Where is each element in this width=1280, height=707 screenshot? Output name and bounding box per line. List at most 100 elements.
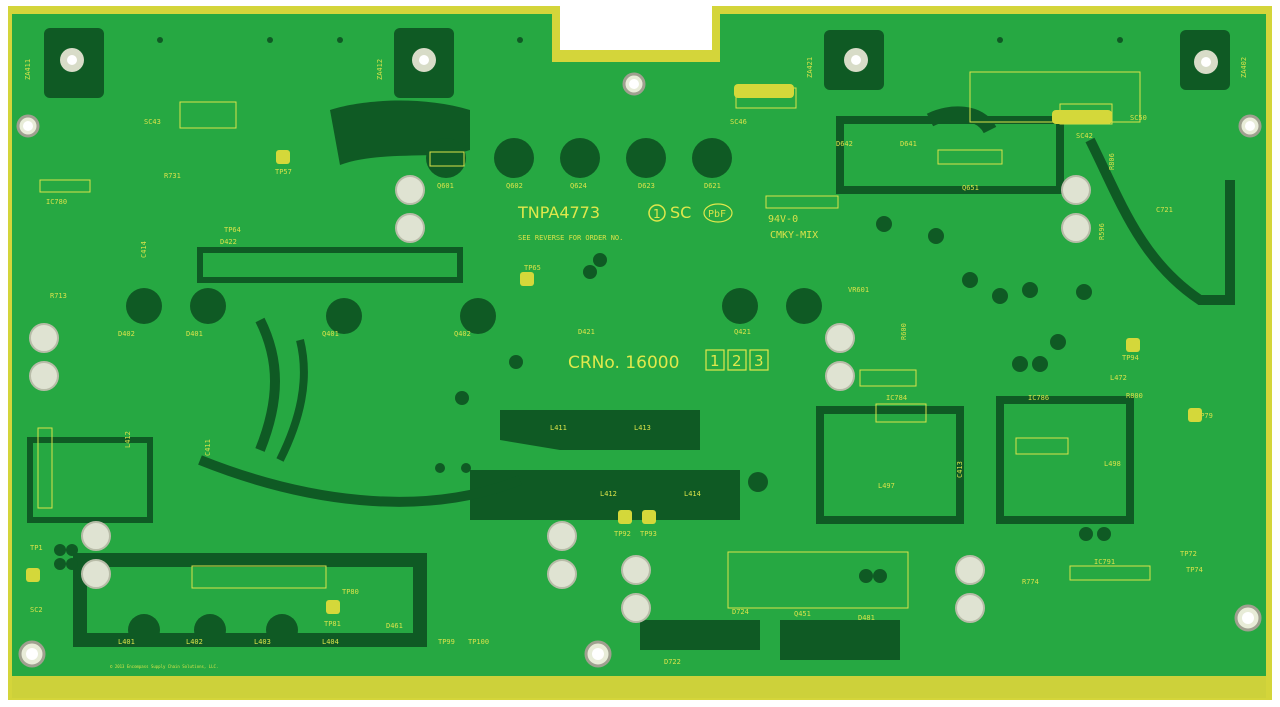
svg-text:L402: L402 <box>186 638 203 646</box>
svg-text:C414: C414 <box>140 241 148 258</box>
svg-text:IC791: IC791 <box>1094 558 1115 566</box>
svg-text:D623: D623 <box>638 182 655 190</box>
svg-text:R713: R713 <box>50 292 67 300</box>
part-number: TNPA4773 <box>517 203 600 222</box>
pbf-oval <box>703 203 733 223</box>
svg-text:L414: L414 <box>684 490 701 498</box>
svg-text:R731: R731 <box>164 172 181 180</box>
svg-text:R774: R774 <box>1022 578 1039 586</box>
side-code: SC <box>670 203 691 222</box>
crn-label: CRNo. 16000 <box>568 353 679 373</box>
flammability-rating: 94V-0 <box>768 214 798 225</box>
crn-box-2 <box>727 349 747 371</box>
crn-box-1-text: 1 <box>710 352 720 370</box>
vias <box>54 37 1123 583</box>
reference-designators: ZA411 ZA412 ZA421 ZA402 SC43 SC46 SC42 S… <box>24 57 1248 666</box>
svg-text:Q602: Q602 <box>506 182 523 190</box>
svg-text:D402: D402 <box>118 330 135 338</box>
svg-text:SC43: SC43 <box>144 118 161 126</box>
svg-text:D724: D724 <box>732 608 749 616</box>
svg-text:Q401: Q401 <box>322 330 339 338</box>
svg-text:Q451: Q451 <box>794 610 811 618</box>
order-note: SEE REVERSE FOR ORDER NO. <box>518 234 623 242</box>
svg-text:Q421: Q421 <box>734 328 751 336</box>
mounting-holes <box>16 72 1262 668</box>
svg-text:L472: L472 <box>1110 374 1127 382</box>
svg-text:C413: C413 <box>956 461 964 478</box>
crn-box-1 <box>705 349 725 371</box>
svg-text:ZA411: ZA411 <box>24 59 32 80</box>
dark-copper-pours <box>27 100 1235 660</box>
svg-text:IC786: IC786 <box>1028 394 1049 402</box>
svg-text:D642: D642 <box>836 140 853 148</box>
svg-text:D421: D421 <box>578 328 595 336</box>
copyright-note: © 2013 Encompass Supply Chain Solutions,… <box>110 664 218 669</box>
svg-text:TP72: TP72 <box>1180 550 1197 558</box>
svg-text:TP79: TP79 <box>1196 412 1213 420</box>
svg-text:SC46: SC46 <box>730 118 747 126</box>
svg-text:L401: L401 <box>118 638 135 646</box>
svg-text:L411: L411 <box>550 424 567 432</box>
svg-text:TP92: TP92 <box>614 530 631 538</box>
svg-text:R600: R600 <box>900 323 908 340</box>
svg-text:TP94: TP94 <box>1122 354 1139 362</box>
svg-text:Q651: Q651 <box>962 184 979 192</box>
terminal-studs <box>60 48 1218 74</box>
svg-text:R806: R806 <box>1108 153 1116 170</box>
svg-text:D621: D621 <box>704 182 721 190</box>
svg-text:D481: D481 <box>858 614 875 622</box>
revision-circle <box>648 204 666 222</box>
svg-text:Q402: Q402 <box>454 330 471 338</box>
svg-text:VR601: VR601 <box>848 286 869 294</box>
color-code: CMKY-MIX <box>770 230 818 241</box>
crn-box-3 <box>749 349 769 371</box>
svg-text:TP1: TP1 <box>30 544 43 552</box>
svg-text:D722: D722 <box>664 658 681 666</box>
transistor-footprints <box>126 138 822 646</box>
svg-text:ZA412: ZA412 <box>376 59 384 80</box>
svg-text:L403: L403 <box>254 638 271 646</box>
test-point-pads <box>26 84 1202 614</box>
svg-text:L497: L497 <box>878 482 895 490</box>
svg-text:L498: L498 <box>1104 460 1121 468</box>
svg-text:D461: D461 <box>386 622 403 630</box>
svg-text:TP100: TP100 <box>468 638 489 646</box>
svg-text:D641: D641 <box>900 140 917 148</box>
svg-text:R596: R596 <box>1098 223 1106 240</box>
crn-box-2-text: 2 <box>732 352 742 370</box>
svg-text:TP81: TP81 <box>324 620 341 628</box>
svg-text:ZA421: ZA421 <box>806 57 814 78</box>
board-soldermask <box>12 14 1266 680</box>
svg-text:L412: L412 <box>124 431 132 448</box>
svg-text:L412: L412 <box>600 490 617 498</box>
crn-box-3-text: 3 <box>754 352 764 370</box>
svg-text:TP80: TP80 <box>342 588 359 596</box>
silkscreen-text: TNPA4773 1 SC PbF SEE REVERSE FOR ORDER … <box>110 203 818 669</box>
svg-text:TP99: TP99 <box>438 638 455 646</box>
svg-text:C721: C721 <box>1156 206 1173 214</box>
large-pad-pairs <box>29 175 1091 623</box>
svg-text:SC2: SC2 <box>30 606 43 614</box>
svg-text:L404: L404 <box>322 638 339 646</box>
svg-text:SC42: SC42 <box>1076 132 1093 140</box>
svg-text:D401: D401 <box>186 330 203 338</box>
svg-text:TP65: TP65 <box>524 264 541 272</box>
svg-text:TP64: TP64 <box>224 226 241 234</box>
revision-mark: 1 <box>653 207 661 221</box>
svg-text:TP57: TP57 <box>275 168 292 176</box>
svg-text:R800: R800 <box>1126 392 1143 400</box>
svg-text:TP93: TP93 <box>640 530 657 538</box>
svg-text:L413: L413 <box>634 424 651 432</box>
svg-text:IC780: IC780 <box>46 198 67 206</box>
svg-text:Q624: Q624 <box>570 182 587 190</box>
svg-text:ZA402: ZA402 <box>1240 57 1248 78</box>
svg-text:IC784: IC784 <box>886 394 907 402</box>
svg-text:Q601: Q601 <box>437 182 454 190</box>
svg-text:C411: C411 <box>204 439 212 456</box>
svg-text:D422: D422 <box>220 238 237 246</box>
svg-text:SC50: SC50 <box>1130 114 1147 122</box>
pbf-mark: PbF <box>708 209 726 220</box>
board-bottom-strip <box>12 676 1266 698</box>
svg-text:TP74: TP74 <box>1186 566 1203 574</box>
